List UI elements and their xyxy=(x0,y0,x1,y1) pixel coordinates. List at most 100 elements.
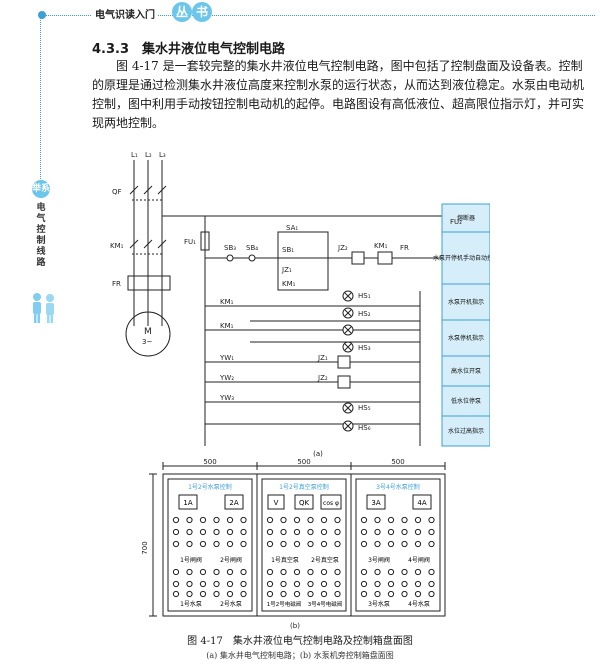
panel-knob xyxy=(360,580,368,588)
panel-knob xyxy=(414,516,422,524)
panel-knob xyxy=(414,590,422,598)
hs5-label: HS₅ xyxy=(358,404,371,412)
panel-knob xyxy=(240,568,247,576)
panel-knob xyxy=(401,590,408,598)
panel-3-mid-label-2: 4号闸阀 xyxy=(408,556,430,564)
motor-label: M xyxy=(144,327,152,337)
panel-knob xyxy=(401,568,408,576)
panel-knob xyxy=(334,590,341,598)
panel-knob xyxy=(280,590,287,598)
panel-knob xyxy=(293,540,301,548)
panel-1-meter-1: 1A xyxy=(183,499,192,507)
sb1-label: SB₁ xyxy=(282,246,294,254)
km1-main-label: KM₁ xyxy=(110,242,124,250)
figure-b-label: (b) xyxy=(290,622,300,630)
panel-knob xyxy=(320,568,328,576)
panel-knob xyxy=(293,528,301,536)
phase-label-l2: L₂ xyxy=(145,151,152,159)
panel-knob xyxy=(428,590,435,598)
panel-knob xyxy=(307,516,314,524)
panel-knob xyxy=(226,580,234,588)
sa1-label: SA₁ xyxy=(286,224,298,232)
panel-knob xyxy=(387,540,395,548)
panel-2: 1号2号真空泵控制 V QK cos φ 1号真空泵 2号真空泵 1号2号电磁阀… xyxy=(267,483,343,608)
people-icon xyxy=(33,293,54,323)
panel-knob xyxy=(387,590,395,598)
panel-knob xyxy=(172,516,180,524)
panel-2-meter-3: cos φ xyxy=(323,500,339,507)
hs6-label: HS₆ xyxy=(358,424,371,432)
panel-knob xyxy=(414,580,422,588)
panel-knob xyxy=(213,590,220,598)
panel-knob xyxy=(320,580,328,588)
panel-2-mid-label-2: 2号真空泵 xyxy=(311,556,339,564)
panel-2-meter-2: QK xyxy=(299,499,310,507)
panel-knob xyxy=(307,568,314,576)
panel-knob xyxy=(186,528,193,536)
panel-knob xyxy=(186,516,193,524)
panel-knob xyxy=(428,540,435,548)
panel-knob xyxy=(199,528,207,536)
panel-knob xyxy=(334,568,341,576)
panel-3-mid-label-1: 3号闸阀 xyxy=(368,556,390,564)
jz1-coil-label: JZ₁ xyxy=(317,354,328,362)
panel-knob xyxy=(374,540,381,548)
panel-knob xyxy=(172,540,180,548)
hs2-label: HS₂ xyxy=(358,310,371,318)
panel-knob xyxy=(387,516,395,524)
panel-knob xyxy=(240,528,247,536)
panel-knob xyxy=(213,516,220,524)
panel-knob xyxy=(213,540,220,548)
phase-label-l1: L₁ xyxy=(131,151,138,159)
panel-knob xyxy=(360,516,368,524)
section-body: 图 4-17 是一套较完整的集水井液位电气控制电路，图中包括了控制盘面及设备表。… xyxy=(92,59,585,130)
sb4-label: SB₄ xyxy=(246,244,258,252)
panel-knob xyxy=(199,516,207,524)
panel-knob xyxy=(266,580,274,588)
panel-knob xyxy=(374,590,381,598)
panel-knob xyxy=(280,540,287,548)
series-badge-2: 书 xyxy=(192,2,212,22)
panel-knob xyxy=(213,528,220,536)
panel-knob xyxy=(307,580,314,588)
header-dot xyxy=(38,11,46,19)
legend-over-level: 水位过高指示 xyxy=(448,427,484,435)
panel-knob xyxy=(387,580,395,588)
sidebar-dotted-line xyxy=(40,15,41,185)
panel-knob xyxy=(266,590,274,598)
panel-2-title: 1号2号真空泵控制 xyxy=(279,483,329,491)
panel-knob xyxy=(334,540,341,548)
panel-knob xyxy=(374,528,381,536)
panel-3-meter-1: 3A xyxy=(371,499,380,507)
dim-500-2: 500 xyxy=(297,458,310,466)
km1-aux-label: KM₁ xyxy=(282,280,296,288)
sidebar-vertical-title: 电气控制线路 xyxy=(36,203,46,268)
panel-knob xyxy=(199,540,207,548)
panel-knob xyxy=(401,580,408,588)
panel-knob xyxy=(414,528,422,536)
panel-knob xyxy=(199,590,207,598)
panel-knob xyxy=(320,590,328,598)
panel-2-mid-label-1: 1号真空泵 xyxy=(271,556,299,564)
panel-knob xyxy=(172,528,180,536)
panel-knob xyxy=(172,580,180,588)
panel-1-mid-label-1: 1号闸阀 xyxy=(180,556,202,564)
panel-1-bot-label-2: 2号水泵 xyxy=(220,600,242,608)
panel-knob xyxy=(414,568,422,576)
panel-2-bot-label-1: 1号2号电磁阀 xyxy=(267,600,302,608)
panel-knob xyxy=(414,540,422,548)
panel-knob xyxy=(428,528,435,536)
panel-knob xyxy=(428,516,435,524)
panel-knob xyxy=(387,528,395,536)
panel-knob xyxy=(213,580,220,588)
panel-knob xyxy=(293,568,301,576)
dim-700: 700 xyxy=(141,541,149,554)
panel-knob xyxy=(360,568,368,576)
figure-caption: 图 4-17 集水井液位电气控制电路及控制箱盘面图 xyxy=(187,636,413,647)
panel-knob xyxy=(293,580,301,588)
panel-knob xyxy=(266,528,274,536)
yw1-label: YW₁ xyxy=(219,354,234,362)
dim-500-3: 500 xyxy=(391,458,404,466)
fu2-label: FU₂ xyxy=(450,218,462,226)
header-dotted-line xyxy=(40,15,595,16)
